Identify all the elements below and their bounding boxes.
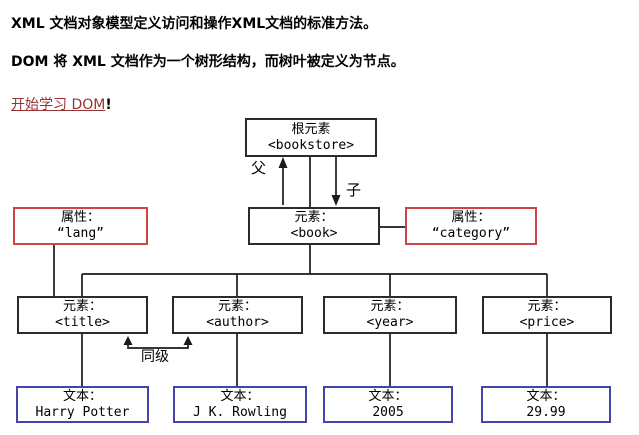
node-text-2999: 文本： 29.99 bbox=[481, 386, 611, 423]
node-label: 元素： bbox=[527, 299, 567, 314]
node-text-jk-rowling: 文本： J K. Rowling bbox=[173, 386, 307, 423]
node-element-book: 元素： <book> bbox=[248, 207, 380, 245]
node-label: 文本： bbox=[62, 388, 102, 404]
node-root-bookstore: 根元素 <bookstore> bbox=[245, 118, 377, 157]
sibling-arrows bbox=[123, 336, 193, 349]
node-value: <year> bbox=[366, 315, 414, 330]
parent-arrow bbox=[278, 157, 288, 205]
node-value: “lang” bbox=[57, 226, 104, 241]
node-value: <book> bbox=[290, 226, 338, 241]
child-arrow bbox=[331, 157, 341, 206]
node-label: 属性： bbox=[60, 210, 100, 225]
node-value: “category” bbox=[431, 226, 511, 241]
node-label: 属性： bbox=[451, 210, 491, 225]
start-learning-dom-link[interactable]: 开始学习 DOM bbox=[11, 97, 106, 113]
node-label: 根元素 bbox=[291, 121, 331, 137]
node-label: 文本： bbox=[220, 388, 260, 404]
intro-line-1: XML 文档对象模型定义访问和操作XML文档的标准方法。 bbox=[11, 16, 378, 32]
node-attribute-category: 属性： “category” bbox=[405, 207, 537, 245]
parent-edge-label: 父 bbox=[251, 159, 267, 177]
node-label: 元素： bbox=[370, 299, 410, 314]
node-element-price: 元素： <price> bbox=[482, 296, 612, 334]
node-value: <author> bbox=[206, 315, 269, 330]
node-label: 元素： bbox=[294, 210, 334, 225]
node-text-harry-potter: 文本： Harry Potter bbox=[16, 386, 149, 423]
node-label: 文本： bbox=[526, 388, 566, 404]
sibling-edge-label: 同级 bbox=[141, 349, 169, 365]
node-label: 元素： bbox=[217, 299, 257, 314]
node-value: Harry Potter bbox=[35, 404, 130, 420]
node-value: <bookstore> bbox=[267, 137, 355, 153]
node-value: 29.99 bbox=[526, 404, 566, 420]
link-exclamation: ! bbox=[105, 97, 112, 113]
node-element-title: 元素： <title> bbox=[17, 296, 148, 334]
node-value: 2005 bbox=[372, 404, 404, 420]
node-element-year: 元素： <year> bbox=[323, 296, 457, 334]
node-label: 文本： bbox=[368, 388, 408, 404]
node-label: 元素： bbox=[62, 299, 102, 314]
node-attribute-lang: 属性： “lang” bbox=[13, 207, 148, 245]
link-line: 开始学习 DOM! bbox=[11, 94, 112, 114]
node-element-author: 元素： <author> bbox=[172, 296, 303, 334]
node-value: <price> bbox=[519, 315, 575, 330]
child-edge-label: 子 bbox=[346, 181, 362, 199]
node-value: <title> bbox=[55, 315, 110, 330]
intro-line-2: DOM 将 XML 文档作为一个树形结构，而树叶被定义为节点。 bbox=[11, 54, 405, 70]
node-text-2005: 文本： 2005 bbox=[323, 386, 453, 423]
node-value: J K. Rowling bbox=[193, 404, 287, 420]
